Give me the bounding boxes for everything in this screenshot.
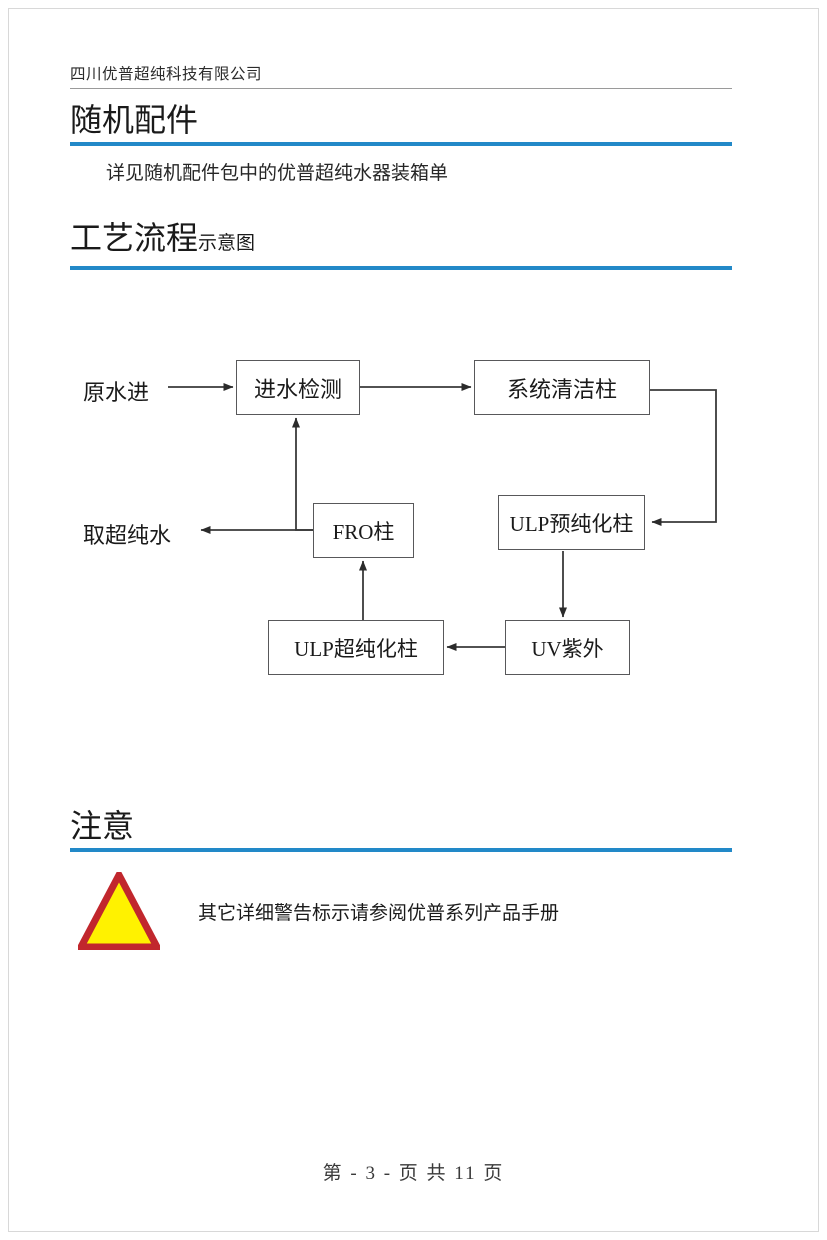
section-rule-attention [70,848,732,852]
section-rule-process-flow [70,266,732,270]
section-rule-accessories [70,142,732,146]
edge-clean-col-to-ulp-pre [650,389,717,526]
company-name: 四川优普超纯科技有限公司 [70,65,263,83]
section-heading-accessories: 随机配件 [70,102,199,138]
warning-triangle-icon [78,872,160,950]
section-process-flow: 工艺流程示意图 [70,218,732,270]
flow-node-inlet-test: 进水检测 [236,360,360,415]
page-footer: 第 - 3 - 页 共 11 页 [322,1163,505,1184]
header-divider [70,88,732,89]
edge-fro-to-inlet-test [292,417,313,531]
flow-node-ulp-pre-purification: ULP预纯化柱 [498,495,645,550]
section-accessories: 随机配件 [70,100,732,146]
flow-label-outlet: 取超纯水 [83,523,172,548]
section-heading-attention: 注意 [70,808,135,844]
accessories-body-text: 详见随机配件包中的优普超纯水器装箱单 [106,163,449,184]
document-header: 四川优普超纯科技有限公司 [70,62,732,89]
flow-label-inlet: 原水进 [83,380,150,405]
warning-row: 其它详细警告标示请参阅优普系列产品手册 [70,872,732,952]
section-heading-process-flow-main: 工艺流程 [70,220,199,256]
flow-node-fro: FRO柱 [313,503,414,558]
warning-text: 其它详细警告标示请参阅优普系列产品手册 [198,902,560,924]
flow-node-clean-column: 系统清洁柱 [474,360,650,415]
section-attention: 注意 [70,806,732,852]
flow-node-uv: UV紫外 [505,620,630,675]
section-heading-process-flow-sub: 示意图 [198,233,256,254]
flow-node-ulp-ultra-purification: ULP超纯化柱 [268,620,444,675]
section-heading-process-flow: 工艺流程示意图 [70,218,732,264]
